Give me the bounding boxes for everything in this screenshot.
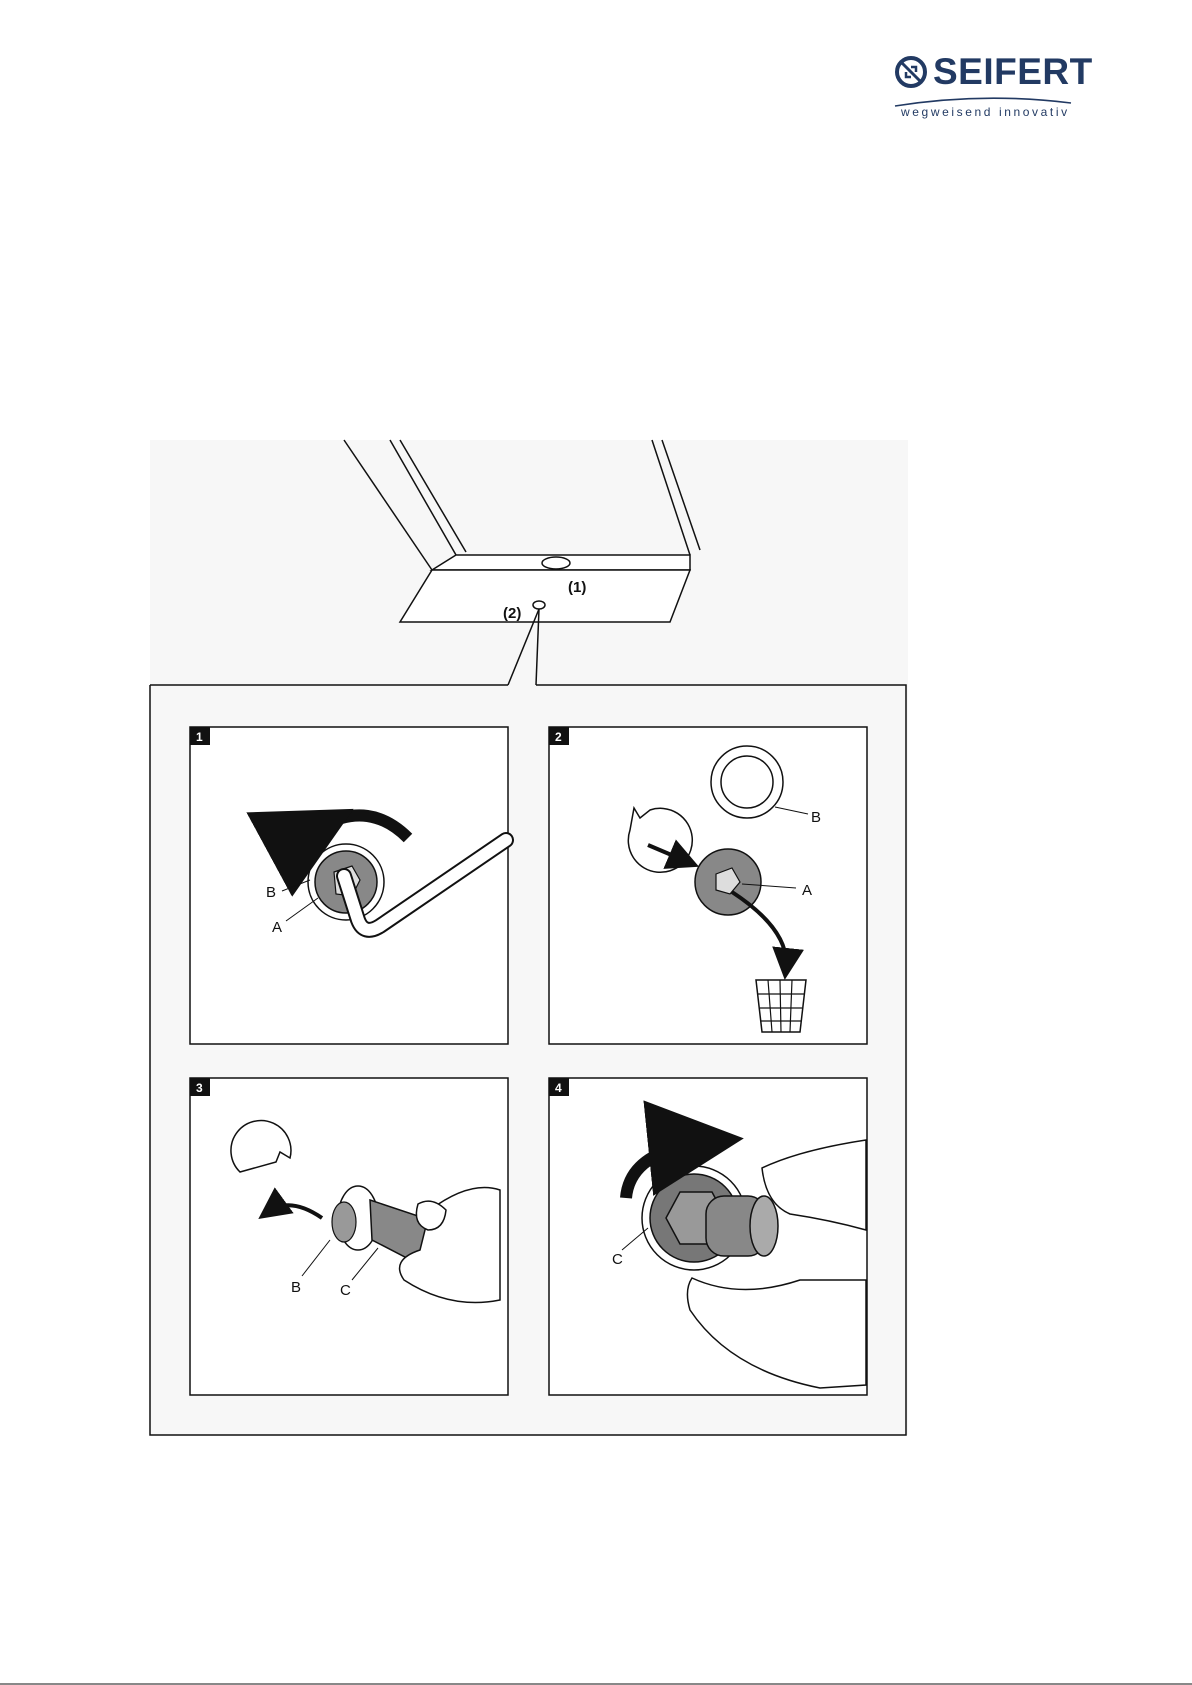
panel-1: 1 B A — [190, 727, 508, 1044]
panel-3-label-b: B — [291, 1279, 301, 1296]
callout-1: (1) — [568, 579, 586, 596]
panel-2: 2 B A — [549, 727, 867, 1044]
panel-1-label-a: A — [272, 919, 282, 936]
panel-1-number: 1 — [196, 730, 203, 744]
panel-3: 3 B C — [190, 1078, 508, 1395]
panel-2-label-b: B — [811, 809, 821, 826]
panel-1-label-b: B — [266, 884, 276, 901]
panel-4-number: 4 — [555, 1081, 562, 1095]
callout-2: (2) — [503, 605, 521, 622]
panel-4: 4 C — [549, 1078, 867, 1395]
panel-2-number: 2 — [555, 730, 562, 744]
panel-3-number: 3 — [196, 1081, 203, 1095]
panel-4-label-c: C — [612, 1251, 623, 1268]
panel-3-label-c: C — [340, 1282, 351, 1299]
panel-2-label-a: A — [802, 882, 812, 899]
